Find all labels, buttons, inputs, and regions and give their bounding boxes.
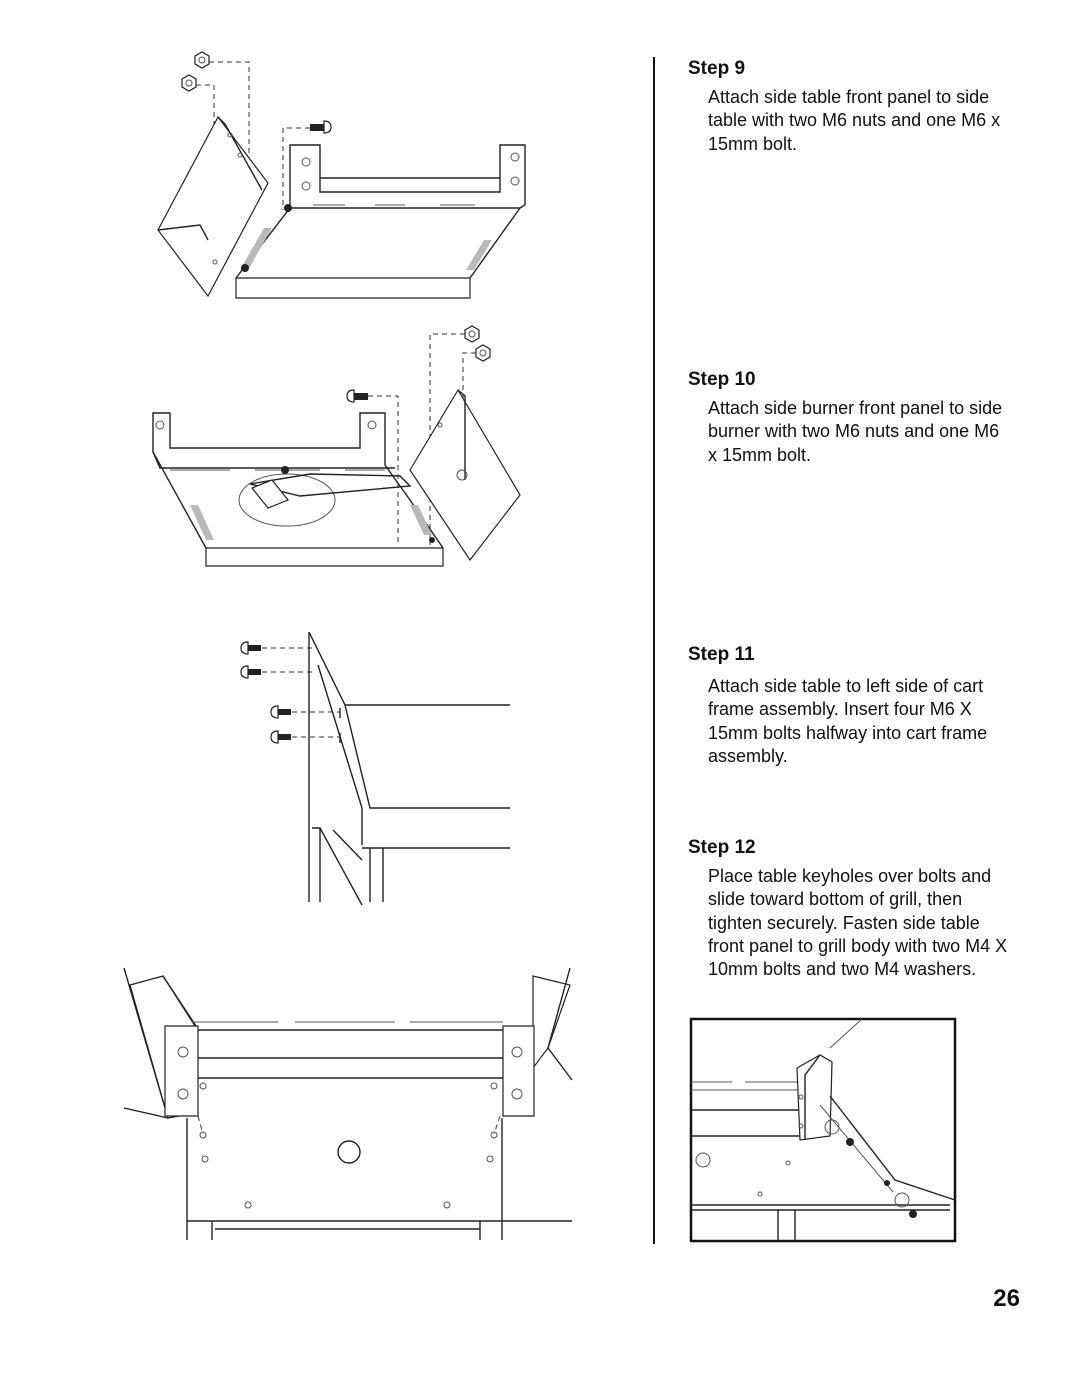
step12-figure (124, 968, 955, 1241)
nut-icon (195, 52, 209, 68)
bolt-icon (347, 390, 368, 402)
step-11-text: Attach side table to left side of cart f… (708, 676, 988, 766)
step11-figure (241, 632, 510, 905)
step-9-title: Step 9 (688, 58, 746, 79)
step-10-text: Attach side burner front panel to side b… (708, 398, 1003, 465)
nut-icon (476, 345, 490, 361)
step10-figure (153, 326, 520, 566)
bolt-icon (241, 642, 261, 654)
page-number: 26 (993, 1285, 1020, 1312)
step-12-title: Step 12 (688, 837, 756, 858)
step-11-title: Step 11 (688, 644, 755, 665)
bolt-icon (310, 121, 331, 133)
nut-icon (182, 75, 196, 91)
nut-icon (465, 326, 479, 342)
bolt-icon (271, 706, 291, 718)
step-9-text: Attach side table front panel to side ta… (708, 87, 1001, 154)
bolt-icon (271, 731, 291, 743)
step9-figure (158, 52, 525, 298)
step-10-title: Step 10 (688, 369, 756, 390)
column-divider (653, 57, 655, 1244)
bolt-icon (241, 666, 261, 678)
step-12-text: Place table keyholes over bolts and slid… (708, 866, 1008, 980)
